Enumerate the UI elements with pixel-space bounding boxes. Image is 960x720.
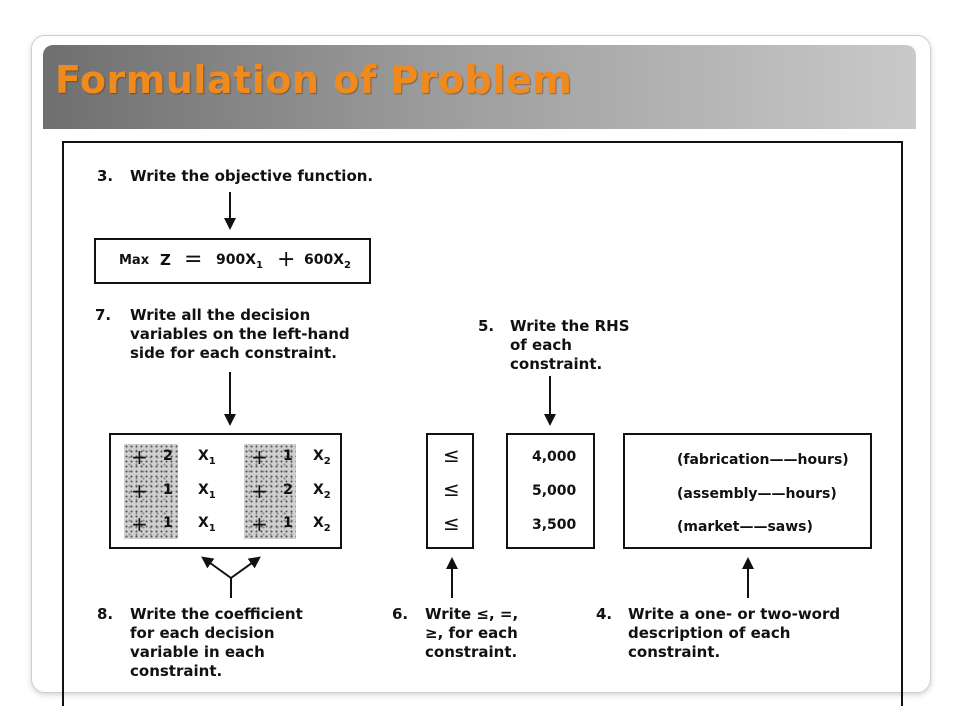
row-1-var-1: X1: [198, 448, 216, 467]
step-7-text: Write all the decision variables on the …: [130, 306, 350, 362]
row-3-rhs: 3,500: [532, 517, 577, 533]
row-2-description: (assembly——hours): [677, 486, 837, 502]
step-7-number: 7.: [95, 306, 112, 324]
title-bar: [43, 45, 916, 129]
row-3-description: (market——saws): [677, 519, 813, 535]
step-8-text: Write the coefficient for each decision …: [130, 605, 303, 680]
row-1-rhs: 4,000: [532, 449, 577, 465]
row-1-var-2: X2: [313, 448, 331, 467]
row-3-sign-1: +: [131, 512, 148, 536]
step-3-number: 3.: [97, 167, 114, 185]
row-2-sign-1: +: [131, 479, 148, 503]
arrow-step8-left-branch: [201, 556, 232, 579]
row-1-sign-2: +: [251, 445, 268, 469]
step-8-number: 8.: [97, 605, 114, 623]
row-2-var-1: X1: [198, 482, 216, 501]
objective-equals: =: [184, 247, 203, 272]
description-box: (fabrication——hours) (assembly——hours) (…: [623, 433, 872, 549]
row-1-coef-2: 1: [283, 448, 293, 464]
slide-title: Formulation of Problem: [55, 58, 573, 102]
row-1-sign-1: +: [131, 445, 148, 469]
step-3-text: Write the objective function.: [130, 167, 374, 185]
coefficient-shade-x2: [244, 444, 296, 539]
coefficient-shade-x1: [124, 444, 178, 539]
arrow-step8-right-branch: [230, 556, 261, 579]
step-4-text: Write a one- or two-word description of …: [628, 605, 841, 661]
lhs-constraints-box: + 2 X1 + 1 X2 + 1 X1 + 2 X2 + 1 X1 + 1 X…: [109, 433, 342, 549]
row-3-coef-2: 1: [283, 515, 293, 531]
row-1-description: (fabrication——hours): [677, 452, 849, 468]
slide-card: [31, 35, 931, 693]
step-6-number: 6.: [392, 605, 409, 623]
row-3-sign-2: +: [251, 512, 268, 536]
row-1-coef-1: 2: [163, 448, 173, 464]
step-4-number: 4.: [596, 605, 613, 623]
formulation-figure: [62, 141, 903, 706]
row-3-relation: ≤: [443, 511, 460, 535]
row-2-relation: ≤: [443, 477, 460, 501]
relation-box: ≤ ≤ ≤: [426, 433, 474, 549]
row-2-var-2: X2: [313, 482, 331, 501]
row-2-coef-2: 2: [283, 482, 293, 498]
row-3-var-2: X2: [313, 515, 331, 534]
row-1-relation: ≤: [443, 443, 460, 467]
rhs-box: 4,000 5,000 3,500: [506, 433, 595, 549]
row-2-rhs: 5,000: [532, 483, 577, 499]
step-6-text: Write ≤, =, ≥, for each constraint.: [425, 605, 519, 661]
row-3-var-1: X1: [198, 515, 216, 534]
row-3-coef-1: 1: [163, 515, 173, 531]
objective-max: Max: [119, 253, 150, 268]
objective-plus: +: [277, 247, 296, 272]
objective-term-2: 600X2: [304, 252, 351, 271]
row-2-coef-1: 1: [163, 482, 173, 498]
row-2-sign-2: +: [251, 479, 268, 503]
step-5-number: 5.: [478, 317, 495, 335]
step-5-text: Write the RHS of each constraint.: [510, 317, 630, 373]
objective-term-1: 900X1: [216, 252, 263, 271]
objective-z: Z: [160, 251, 171, 269]
objective-function-box: Max Z = 900X1 + 600X2: [94, 238, 371, 284]
